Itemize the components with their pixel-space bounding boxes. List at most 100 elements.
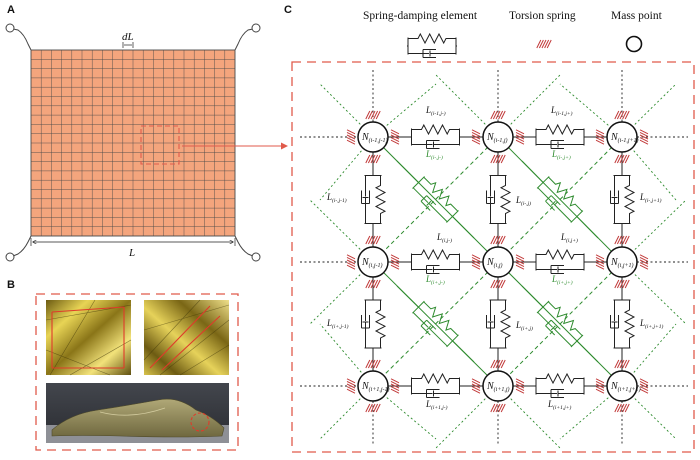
mass-point-subscript: (i-1,j)	[494, 137, 508, 144]
diagonal-connectors	[372, 136, 623, 387]
torsion-spring-left	[346, 378, 356, 394]
corner-wires	[12, 28, 254, 257]
element-label-v-bot-right: L(i+,j+1)	[639, 318, 663, 330]
diagonal-solid	[372, 136, 499, 263]
wire-top-left	[12, 28, 32, 51]
horizontal-element-h-top-right	[513, 123, 607, 149]
torsion-spring-bottom	[365, 279, 381, 289]
vertical-element-v-top-right	[610, 152, 636, 247]
torsion-spring-left	[595, 254, 605, 270]
diagonal-element-d-bot_right	[521, 285, 599, 363]
mass-point-circle	[357, 246, 389, 278]
legend-mass-point-icon	[625, 35, 643, 53]
diagonal-extension	[319, 83, 374, 138]
torsion-spring-left	[471, 378, 481, 394]
panel-b: B	[7, 279, 239, 451]
torsion-spring-left	[346, 129, 356, 145]
vertical-element-v-top-mid	[486, 152, 512, 247]
mass-point-subscript: (i+1,j)	[494, 386, 510, 393]
element-label-d-bot-right: L(i+,j+)	[551, 274, 573, 286]
torsion-spring-bottom	[614, 154, 630, 164]
panel-a: A dL L	[5, 4, 261, 262]
element-label-v-top-right: L(i-,j+1)	[639, 192, 662, 204]
mass-point-circle	[482, 246, 514, 278]
torsion-spring-left	[471, 254, 481, 270]
torsion-spring-top	[365, 359, 381, 369]
mass-point-node: N(i+1,j)	[482, 370, 514, 402]
element-label-v-top-mid: L(i-,j)	[515, 195, 531, 207]
vertical-element-v-bot-right	[610, 277, 636, 371]
length-label: L	[128, 247, 135, 259]
torsion-spring-top	[365, 110, 381, 120]
torsion-spring-right	[390, 129, 400, 145]
ring-bottom-right	[251, 252, 261, 262]
horizontal-element-h-bot-left	[388, 372, 483, 398]
length-dimension: L	[30, 238, 236, 259]
mass-point-subscript: (i+1,j-1)	[369, 386, 390, 393]
panel-c: C Spring-damping element Torsion spring …	[284, 4, 695, 453]
horizontal-element-h-top-left	[388, 123, 483, 149]
diagonal-solid	[372, 261, 499, 387]
torsion-spring-top	[614, 110, 630, 120]
torsion-spring-bottom	[490, 403, 506, 413]
torsion-spring-top	[614, 235, 630, 245]
cell-size-dimension: dL	[122, 31, 134, 48]
torsion-spring-top	[490, 359, 506, 369]
element-label-h-bot-right: L(i+1,j+)	[547, 399, 571, 411]
mass-point-subscript: (i-1,j+1)	[618, 137, 639, 144]
element-label-v-bot-left: L(i+,j-1)	[326, 318, 349, 330]
diagonal-extension	[319, 385, 374, 440]
element-label-v-bot-mid: L(i+,j)	[515, 320, 533, 332]
mass-point-circle	[606, 246, 638, 278]
legend-spring-damping-icon	[407, 32, 457, 58]
mass-point-node: N(i-1,j+1)	[606, 121, 639, 153]
wire-bottom-left	[12, 235, 32, 257]
torsion-spring-left	[471, 129, 481, 145]
diagonal-element-d-top_right	[521, 160, 599, 239]
element-label-d-bot-left: L(i+,j-)	[425, 274, 445, 286]
legend-torsion-shape	[536, 39, 552, 49]
zoom-region-box	[140, 125, 180, 165]
panel-b-frame	[35, 293, 239, 451]
diagonal-dashed	[372, 136, 499, 263]
panel-a-letter: A	[7, 4, 15, 16]
torsion-spring-bottom	[614, 403, 630, 413]
element-label-h-mid-right: L(i,j+)	[560, 232, 578, 244]
element-label-h-top-left: L(i-1,j-)	[425, 105, 446, 117]
torsion-spring-left	[595, 129, 605, 145]
torsion-spring-right	[515, 378, 525, 394]
torsion-spring-top	[490, 235, 506, 245]
torsion-spring-right	[515, 129, 525, 145]
torsion-spring-bottom	[365, 154, 381, 164]
corner-rings	[5, 23, 261, 262]
vertical-element-v-bot-mid	[486, 277, 512, 371]
mass-point-subscript: (i,j)	[494, 262, 503, 269]
torsion-spring-bottom	[490, 154, 506, 164]
mesh-grid-lines	[31, 50, 235, 236]
element-label-h-mid-left: L(i,j-)	[436, 232, 452, 244]
mass-point-circle	[482, 370, 514, 402]
mass-point-node: N(i,j+1)	[606, 246, 638, 278]
mass-point-circle	[606, 370, 638, 402]
torsion-spring-right	[639, 254, 649, 270]
torsion-spring-right	[515, 254, 525, 270]
torsion-spring-right	[639, 129, 649, 145]
torsion-spring-top	[614, 359, 630, 369]
ring-top-right	[251, 23, 261, 33]
torsion-spring-bottom	[614, 279, 630, 289]
element-label-d-top-right: L(i-,j+)	[551, 149, 571, 161]
panel-b-letter: B	[7, 279, 15, 291]
diagonal-element-d-bot_right-group	[521, 285, 599, 363]
mass-point-circle	[606, 121, 638, 153]
mass-point-subscript: (i,j-1)	[369, 262, 383, 269]
legend-element-shape	[407, 32, 457, 58]
torsion-spring-top	[365, 235, 381, 245]
element-label-h-top-right: L(i-1,j+)	[550, 105, 573, 117]
diagonal-dashed	[497, 136, 623, 263]
mass-point-circle	[357, 121, 389, 153]
cell-size-label: dL	[122, 31, 134, 43]
diagonal-element-d-top_right-group	[521, 160, 599, 239]
panel-c-letter: C	[284, 4, 292, 16]
mass-point-subscript: (i,j+1)	[618, 262, 634, 269]
torsion-spring-bottom	[365, 403, 381, 413]
